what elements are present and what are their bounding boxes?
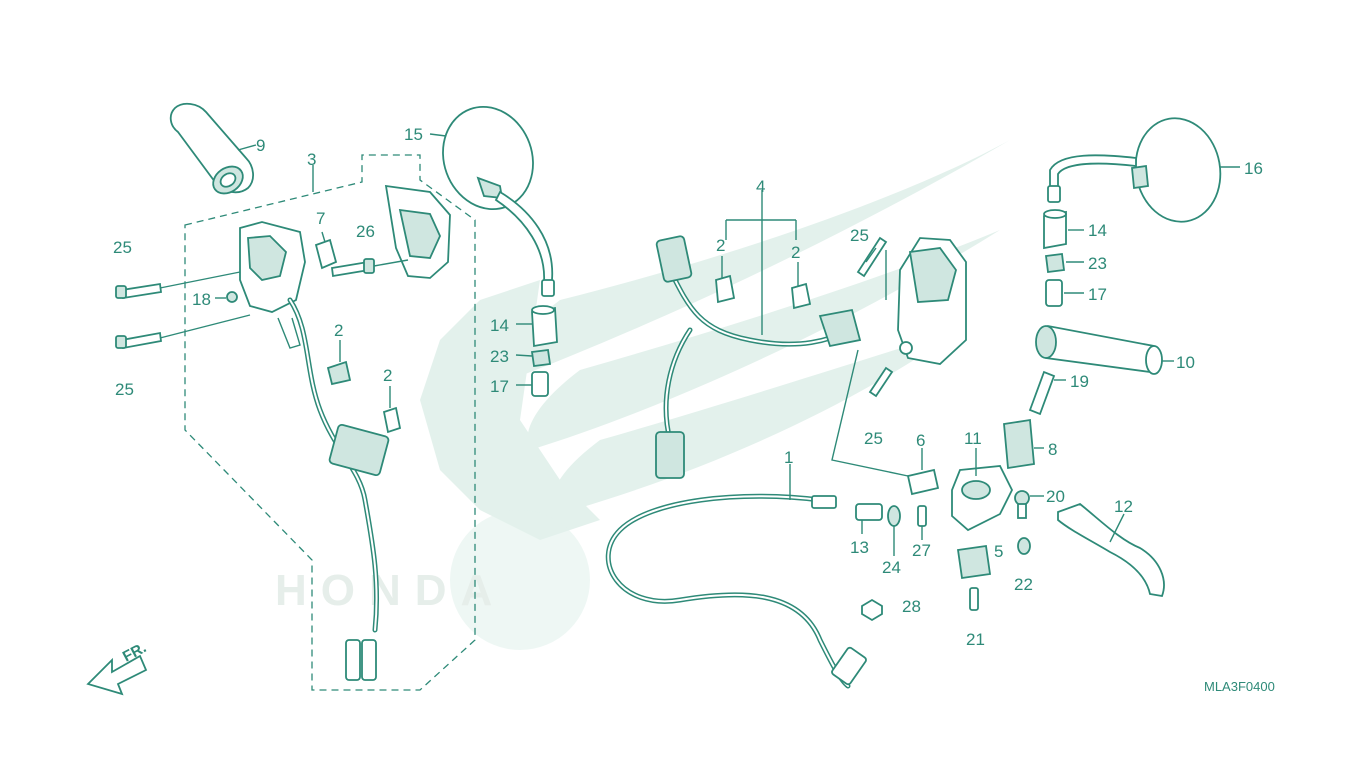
callout-12: 12 bbox=[1114, 497, 1133, 516]
callout-6: 6 bbox=[916, 431, 925, 450]
callout-2: 2 bbox=[791, 243, 800, 262]
clutch-cable bbox=[605, 464, 867, 689]
callout-19: 19 bbox=[1070, 372, 1089, 391]
callout-10: 10 bbox=[1176, 353, 1195, 372]
callout-15: 15 bbox=[404, 125, 423, 144]
callout-labels: 1 2 2 2 2 3 4 5 6 7 8 9 10 11 12 13 14 1… bbox=[113, 125, 1263, 649]
callout-7: 7 bbox=[316, 209, 325, 228]
callout-26: 26 bbox=[356, 222, 375, 241]
callout-16: 16 bbox=[1244, 159, 1263, 178]
callout-17: 17 bbox=[1088, 285, 1107, 304]
callout-25: 25 bbox=[115, 380, 134, 399]
callout-4: 4 bbox=[756, 177, 765, 196]
callout-24: 24 bbox=[882, 558, 901, 577]
wire-harness bbox=[655, 190, 862, 479]
callout-23: 23 bbox=[490, 347, 509, 366]
callout-25: 25 bbox=[850, 226, 869, 245]
callout-11: 11 bbox=[964, 429, 982, 448]
callout-25: 25 bbox=[864, 429, 883, 448]
callout-21: 21 bbox=[966, 630, 985, 649]
callout-27: 27 bbox=[912, 541, 931, 560]
right-handlebar-switch bbox=[831, 236, 967, 477]
right-mirror bbox=[1047, 117, 1240, 223]
right-handlebar-grip bbox=[1035, 325, 1174, 375]
callout-3: 3 bbox=[307, 150, 316, 169]
callout-2: 2 bbox=[334, 321, 343, 340]
callout-13: 13 bbox=[850, 538, 869, 557]
left-handlebar-grip bbox=[169, 102, 257, 195]
callout-17: 17 bbox=[490, 377, 509, 396]
right-group-small-parts bbox=[855, 370, 1165, 622]
callout-22: 22 bbox=[1014, 575, 1033, 594]
callout-20: 20 bbox=[1046, 487, 1065, 506]
callout-5: 5 bbox=[994, 542, 1003, 561]
front-indicator-label: FR. bbox=[120, 639, 149, 665]
front-direction-arrow: FR. bbox=[86, 639, 149, 696]
callout-28: 28 bbox=[902, 597, 921, 616]
callout-25: 25 bbox=[113, 238, 132, 257]
right-mirror-adapter bbox=[1043, 209, 1084, 307]
callout-9: 9 bbox=[256, 136, 265, 155]
left-switch-assembly-outline bbox=[184, 154, 476, 691]
callout-14: 14 bbox=[1088, 221, 1107, 240]
callout-2: 2 bbox=[716, 236, 725, 255]
honda-watermark-text: HONDA bbox=[275, 566, 506, 615]
left-group-small-parts bbox=[115, 231, 409, 434]
callout-14: 14 bbox=[490, 316, 509, 335]
left-mirror bbox=[429, 105, 555, 297]
callout-8: 8 bbox=[1048, 440, 1057, 459]
callout-1: 1 bbox=[784, 448, 793, 467]
left-mirror-adapter bbox=[515, 305, 558, 397]
left-handlebar-switch bbox=[239, 184, 451, 681]
diagram-code: MLA3F0400 bbox=[1204, 679, 1275, 694]
callout-18: 18 bbox=[192, 290, 211, 309]
callout-23: 23 bbox=[1088, 254, 1107, 273]
callout-2: 2 bbox=[383, 366, 392, 385]
